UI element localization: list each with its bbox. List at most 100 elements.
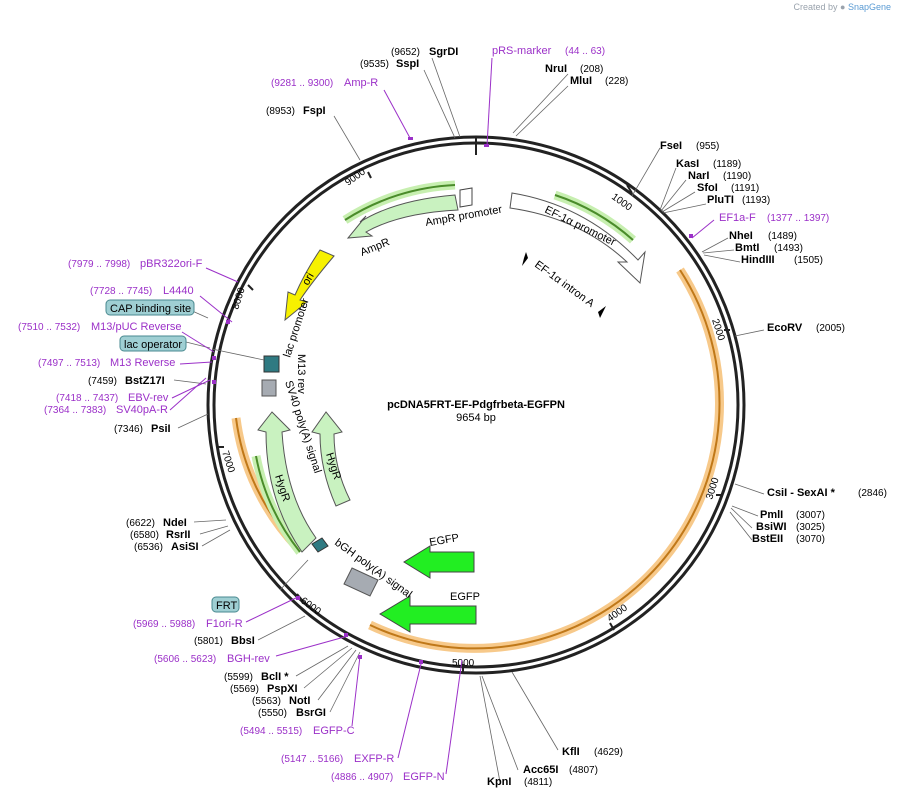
site-bbsi-name: BbsI <box>231 635 255 647</box>
site-fspi-name: FspI <box>303 105 326 117</box>
primer-bgh-rev-name: BGH-rev <box>227 653 270 665</box>
site-sspi-name: SspI <box>396 58 419 70</box>
orange-arc-right-core <box>369 269 721 650</box>
primer-egfp-c-range: (5494 .. 5515) <box>240 726 302 737</box>
egfp2-arrow <box>379 595 477 633</box>
primer-m13-puc-reverse-range: (7510 .. 7532) <box>18 322 80 333</box>
site-ndei-name: NdeI <box>163 517 187 529</box>
primer-m13-reverse-name: M13 Reverse <box>110 357 175 369</box>
green-band-hygr-core <box>255 455 301 553</box>
site-bsiwi-pos: (3025) <box>796 522 825 533</box>
site-noti-pos: (5563) <box>252 696 281 707</box>
primer-egfp-c-name: EGFP-C <box>313 725 355 737</box>
intron-marker-right <box>598 306 606 318</box>
site-rsrii-name: RsrII <box>166 529 190 541</box>
primer-bgh-rev-range: (5606 .. 5623) <box>154 654 216 665</box>
tick-marks <box>218 137 730 672</box>
cap-binding-site-box <box>105 299 195 316</box>
site-nrui-pos: (208) <box>580 64 603 75</box>
primer-ef1a-f-range: (1377 .. 1397) <box>767 213 829 224</box>
bgh-arrow <box>343 567 379 597</box>
site-sfoi-name: SfoI <box>697 182 718 194</box>
feature-m13-rev: M13 rev <box>295 354 307 394</box>
site-asisi-name: AsiSI <box>171 541 199 553</box>
site-acc65i-name: Acc65I <box>523 764 558 776</box>
site-pspxi-name: PspXI <box>267 683 298 695</box>
primer-ef1a-f-name: EF1a-F <box>719 212 756 224</box>
site-kasi-name: KasI <box>676 158 699 170</box>
snapgene-watermark: Created by ● SnapGene <box>793 2 891 12</box>
site-bsteii-pos: (3070) <box>796 534 825 545</box>
primer-prs-marker-range: (44 .. 63) <box>565 46 605 57</box>
site-asisi-pos: (6536) <box>134 542 163 553</box>
primer-egfp-n-name: EGFP-N <box>403 771 445 783</box>
site-kfli-pos: (4629) <box>594 747 623 758</box>
site-bsrgi-pos: (5550) <box>258 708 287 719</box>
site-pspxi-pos: (5569) <box>230 684 259 695</box>
feature-bgh: bGH poly(A) signal <box>332 537 414 601</box>
site-pmli-pos: (3007) <box>796 510 825 521</box>
site-fspi-pos: (8953) <box>266 106 295 117</box>
plasmid-size: 9654 bp <box>456 412 496 424</box>
primer-l4440-name: L4440 <box>163 285 194 297</box>
site-bsiwi-name: BsiWI <box>756 521 787 533</box>
primer-pbr322ori-f-name: pBR322ori-F <box>140 258 203 270</box>
feature-ef1a-promoter: EF-1α promoter <box>543 204 618 249</box>
site-pluti-pos: (1193) <box>742 195 770 206</box>
site-nhei-name: NheI <box>729 230 753 242</box>
site-bmti-name: BmtI <box>735 242 759 254</box>
site-kpni-pos: (4811) <box>524 777 552 788</box>
site-bmti-pos: (1493) <box>774 243 803 254</box>
plasmid-name: pcDNA5FRT-EF-Pdgfrbeta-EGFPN <box>387 399 565 411</box>
primer-f1ori-r-name: F1ori-R <box>206 618 243 630</box>
tick-5000: 5000 <box>452 658 475 669</box>
hygr2-arrow <box>311 411 351 507</box>
site-psii-name: PsiI <box>151 423 171 435</box>
primer-markers <box>212 137 693 664</box>
ef1a-promoter-arrow <box>509 192 646 285</box>
site-bstz17i-pos: (7459) <box>88 376 117 387</box>
site-noti-name: NotI <box>289 695 310 707</box>
primer-exfp-r-range: (5147 .. 5166) <box>281 754 343 765</box>
site-bcli-pos: (5599) <box>224 672 253 683</box>
site-nhei-pos: (1489) <box>768 231 797 242</box>
feature-ampr: AmpR <box>359 236 392 259</box>
site-psii-pos: (7346) <box>114 424 143 435</box>
site-nrui-name: NruI <box>545 63 567 75</box>
site-sspi-pos: (9535) <box>360 59 389 70</box>
primer-ebv-rev-name: EBV-rev <box>128 392 169 404</box>
site-csii-sexai-pos: (2846) <box>858 488 887 499</box>
site-bsteii-name: BstEII <box>752 533 783 545</box>
teal-marker <box>311 537 329 553</box>
ampr-promoter-arrow <box>459 187 473 208</box>
frt-label: FRT <box>216 600 237 612</box>
feature-egfp-1: EGFP <box>428 532 460 549</box>
hygr1-arrow <box>257 411 317 553</box>
egfp1-arrow <box>403 545 475 579</box>
site-acc65i-pos: (4807) <box>569 765 598 776</box>
lac-operator-label: lac operator <box>124 339 182 351</box>
site-sfoi-pos: (1191) <box>731 183 759 194</box>
site-kfli-name: KflI <box>562 746 580 758</box>
primer-l4440-range: (7728 .. 7745) <box>90 286 152 297</box>
primer-amp-r-name: Amp-R <box>344 77 378 89</box>
site-nari-pos: (1190) <box>723 171 751 182</box>
frt-box <box>211 596 240 613</box>
site-mlui-pos: (228) <box>605 76 628 87</box>
ori-arrow <box>284 249 335 322</box>
site-bbsi-pos: (5801) <box>194 636 223 647</box>
primer-prs-marker-name: pRS-marker <box>492 45 552 57</box>
site-pmli-name: PmlI <box>760 509 783 521</box>
site-ecorv-name: EcoRV <box>767 322 803 334</box>
lac-promoter-marker <box>263 355 280 373</box>
primer-amp-r-range: (9281 .. 9300) <box>271 78 333 89</box>
primer-pbr322ori-f-range: (7979 .. 7998) <box>68 259 130 270</box>
primer-egfp-n-range: (4886 .. 4907) <box>331 772 393 783</box>
site-fsei-pos: (955) <box>696 141 719 152</box>
site-bcli-name: BclI * <box>261 671 289 683</box>
feature-egfp-2: EGFP <box>450 591 480 603</box>
primer-exfp-r-name: EXFP-R <box>354 753 394 765</box>
intron-marker-left <box>522 252 528 266</box>
site-kpni-name: KpnI <box>487 776 511 788</box>
